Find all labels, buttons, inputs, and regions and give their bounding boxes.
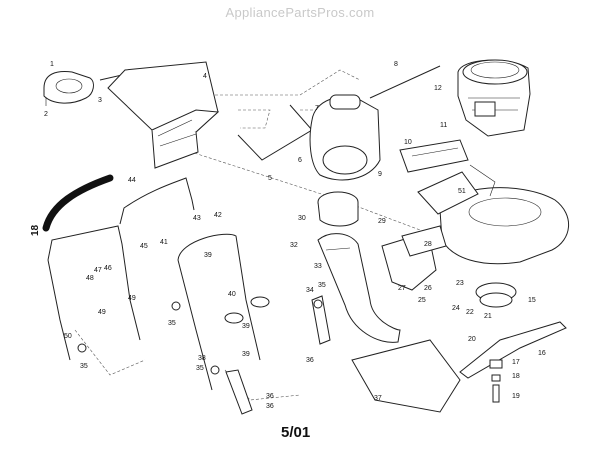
- callout-48: 48: [86, 275, 94, 282]
- callout-49-a: 49: [128, 295, 136, 302]
- part-42-lower-handle: [177, 233, 261, 391]
- part-30-chute-cap: [317, 191, 359, 227]
- callout-25: 25: [418, 297, 426, 304]
- part-12-engine: [457, 59, 531, 137]
- part-37-mulch-plug: [351, 339, 461, 413]
- callout-35-a: 35: [168, 320, 176, 327]
- callout-37: 37: [374, 395, 382, 402]
- callout-18: 18: [512, 373, 520, 380]
- part-1-handle-cover: [43, 71, 94, 106]
- callout-12: 12: [434, 85, 442, 92]
- callout-29: 29: [378, 218, 386, 225]
- callout-numbers: 1 2 3 4 5 6 7 8 9 10 11 12 15 16 17 18 1…: [44, 61, 546, 410]
- callout-4: 4: [203, 73, 207, 80]
- part-36-bracket: [225, 369, 253, 415]
- part-11-deflector-bracket: [399, 139, 469, 173]
- hardware-knobs-35: [77, 299, 323, 375]
- callout-36-c: 36: [266, 403, 274, 410]
- callout-21: 21: [484, 313, 492, 320]
- part-40-knob: [224, 296, 270, 324]
- callout-20: 20: [468, 336, 476, 343]
- callout-43: 43: [193, 215, 201, 222]
- callout-42: 42: [214, 212, 222, 219]
- callout-39-b: 39: [242, 323, 250, 330]
- callout-5: 5: [268, 175, 272, 182]
- callout-8: 8: [394, 61, 398, 68]
- callout-22: 22: [466, 309, 474, 316]
- callout-44: 44: [128, 177, 136, 184]
- callout-34: 34: [306, 287, 314, 294]
- part-51-mower-deck: [417, 164, 570, 265]
- part-44-handle-grip: [42, 174, 114, 232]
- part-33-chute: [317, 233, 401, 343]
- part-22-blade-adapter: [475, 282, 517, 308]
- callout-10: 10: [404, 139, 412, 146]
- part-16-blade: [459, 321, 567, 379]
- callout-24: 24: [452, 305, 460, 312]
- watermark: AppliancePartsPros.com: [225, 5, 375, 20]
- callout-35-d: 35: [318, 282, 326, 289]
- callout-39-a: 39: [204, 252, 212, 259]
- callout-11: 11: [440, 122, 447, 129]
- callout-9: 9: [378, 171, 382, 178]
- callout-17: 17: [512, 359, 520, 366]
- callout-47: 47: [94, 267, 102, 274]
- callout-23: 23: [456, 280, 464, 287]
- callout-40: 40: [228, 291, 236, 298]
- part-17-18-19-hardware: [489, 359, 503, 403]
- callout-39-c: 39: [242, 351, 250, 358]
- callout-6: 6: [298, 157, 302, 164]
- part-5-bag-frame: [237, 104, 313, 161]
- callout-51: 51: [458, 188, 466, 195]
- callout-19: 19: [512, 393, 520, 400]
- callout-38: 38: [198, 355, 206, 362]
- part-4-grass-bag: [107, 61, 220, 169]
- callout-36-a: 36: [306, 357, 314, 364]
- callout-2: 2: [44, 111, 48, 118]
- callout-35-b: 35: [80, 363, 88, 370]
- part-7-discharge-housing: [309, 94, 381, 181]
- callout-1: 1: [50, 61, 54, 68]
- callout-7: 7: [315, 105, 319, 112]
- footer-date: 5/01: [281, 424, 311, 441]
- part-18-lower-handle: [47, 225, 141, 361]
- callout-27: 27: [398, 285, 406, 292]
- callout-35-c: 35: [196, 365, 204, 372]
- part-27-28-side-plate: [381, 225, 447, 291]
- callout-30: 30: [298, 215, 306, 222]
- callout-33: 33: [314, 263, 322, 270]
- callout-26: 26: [424, 285, 432, 292]
- callout-3: 3: [98, 97, 102, 104]
- callout-49-b: 49: [98, 309, 106, 316]
- callout-46: 46: [104, 265, 112, 272]
- rotated-label-18: 18: [30, 224, 41, 236]
- callout-36-b: 36: [266, 393, 274, 400]
- callout-45: 45: [140, 243, 148, 250]
- callout-16: 16: [538, 350, 546, 357]
- callout-32: 32: [290, 242, 298, 249]
- callout-50: 50: [64, 333, 72, 340]
- part-8-rod: [369, 65, 441, 99]
- callout-41: 41: [160, 239, 168, 246]
- callout-28: 28: [424, 241, 432, 248]
- callout-15: 15: [528, 297, 536, 304]
- part-43-upper-handle: [119, 177, 195, 225]
